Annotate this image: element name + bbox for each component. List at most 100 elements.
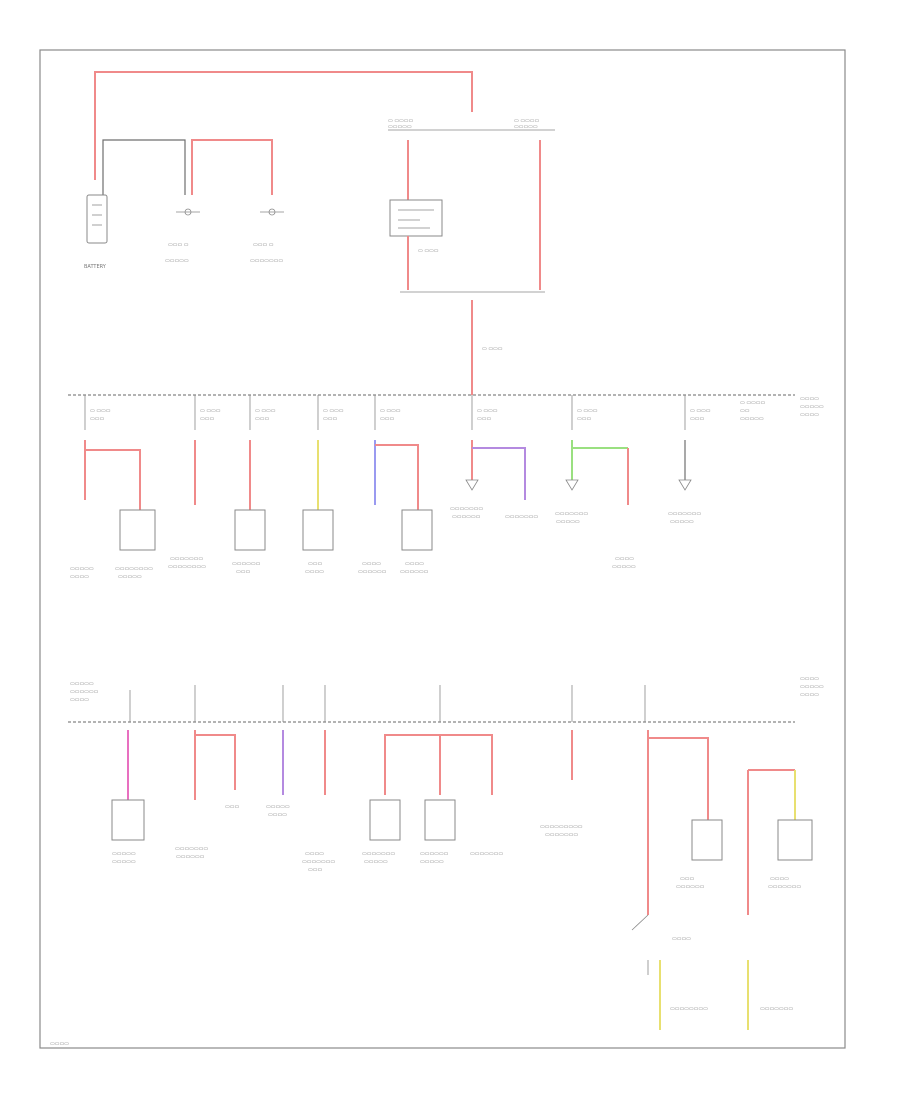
battery-positive-wire xyxy=(94,71,473,180)
svg-text:▭▭▭▭▭▭▭▭: ▭▭▭▭▭▭▭▭ xyxy=(168,564,206,570)
svg-text:▭▭▭▭▭: ▭▭▭▭▭ xyxy=(70,566,94,572)
svg-text:▭▭▭▭▭: ▭▭▭▭▭ xyxy=(112,851,136,857)
svg-text:▭▭▭▭: ▭▭▭▭ xyxy=(70,574,89,580)
svg-text:▭ ▭▭▭: ▭ ▭▭▭ xyxy=(690,408,711,414)
lower-branch-3: ▭▭▭▭▭▭▭▭▭ xyxy=(266,685,290,818)
svg-text:▭▭▭▭▭▭: ▭▭▭▭▭▭ xyxy=(232,561,261,567)
svg-text:▭▭▭ ▭: ▭▭▭ ▭ xyxy=(253,242,274,248)
generator-wire xyxy=(191,139,273,195)
svg-text:▭▭▭: ▭▭▭ xyxy=(308,561,322,567)
svg-text:▭ ▭▭▭: ▭ ▭▭▭ xyxy=(255,408,276,414)
svg-text:▭▭▭▭: ▭▭▭▭ xyxy=(770,876,789,882)
lower-branch-4: ▭▭▭▭▭▭▭▭▭▭▭▭▭▭ xyxy=(302,685,335,873)
svg-text:▭▭▭▭▭▭▭: ▭▭▭▭▭▭▭ xyxy=(250,258,283,264)
svg-text:▭▭▭▭▭: ▭▭▭▭▭ xyxy=(740,416,764,422)
upper-branch-3: ▭ ▭▭▭▭▭▭ ▭▭▭▭▭▭▭▭▭ xyxy=(232,395,276,575)
svg-text:▭▭▭▭▭: ▭▭▭▭▭ xyxy=(612,564,636,570)
svg-text:▭▭▭▭▭: ▭▭▭▭▭ xyxy=(800,684,824,690)
svg-text:▭▭▭▭: ▭▭▭▭ xyxy=(615,556,634,562)
svg-text:▭▭▭▭▭: ▭▭▭▭▭ xyxy=(112,859,136,865)
svg-text:▭▭▭: ▭▭▭ xyxy=(577,416,591,422)
svg-text:▭▭▭▭▭: ▭▭▭▭▭ xyxy=(420,859,444,865)
svg-text:▭ ▭▭▭: ▭ ▭▭▭ xyxy=(482,346,503,352)
starter-symbol xyxy=(176,208,200,216)
svg-text:▭▭▭▭▭▭▭: ▭▭▭▭▭▭▭ xyxy=(170,556,203,562)
svg-text:▭▭▭▭▭▭: ▭▭▭▭▭▭ xyxy=(676,884,705,890)
upper-branch-1: ▭ ▭▭▭▭▭▭ ▭▭▭▭▭▭▭▭▭ ▭▭▭▭▭▭▭▭▭▭▭▭▭ xyxy=(70,395,156,580)
svg-text:▭▭▭▭▭: ▭▭▭▭▭ xyxy=(118,574,142,580)
svg-text:▭ ▭▭▭: ▭ ▭▭▭ xyxy=(323,408,344,414)
svg-text:▭▭▭▭▭: ▭▭▭▭▭ xyxy=(670,519,694,525)
svg-text:▭▭▭▭: ▭▭▭▭ xyxy=(268,812,287,818)
svg-text:▭▭▭: ▭▭▭ xyxy=(680,876,694,882)
svg-text:▭ ▭▭▭: ▭ ▭▭▭ xyxy=(577,408,598,414)
svg-text:▭▭▭▭▭: ▭▭▭▭▭ xyxy=(70,681,94,687)
svg-text:▭▭▭: ▭▭▭ xyxy=(255,416,269,422)
svg-text:▭▭▭▭: ▭▭▭▭ xyxy=(50,1041,69,1047)
svg-text:▭▭▭▭▭▭▭: ▭▭▭▭▭▭▭ xyxy=(505,514,538,520)
svg-text:▭▭▭▭: ▭▭▭▭ xyxy=(305,851,324,857)
diagram-frame xyxy=(39,49,846,1049)
svg-text:▭▭▭▭: ▭▭▭▭ xyxy=(800,396,819,402)
svg-text:▭▭▭: ▭▭▭ xyxy=(323,416,337,422)
relay-symbol xyxy=(389,199,443,237)
svg-text:▭▭▭: ▭▭▭ xyxy=(690,416,704,422)
generator-symbol xyxy=(260,208,284,216)
upper-branch-4: ▭ ▭▭▭▭▭▭ ▭▭▭▭▭▭▭ xyxy=(302,395,344,575)
svg-text:▭▭▭▭▭▭▭▭: ▭▭▭▭▭▭▭▭ xyxy=(670,1006,708,1012)
svg-text:▭▭▭▭: ▭▭▭▭ xyxy=(800,692,819,698)
upper-branch-2: ▭ ▭▭▭▭▭▭ ▭▭▭▭▭▭▭▭▭▭▭▭▭▭▭ xyxy=(168,395,221,570)
lower-branch-5: ▭▭▭▭▭▭▭▭▭▭▭▭ ▭▭▭▭▭▭▭▭▭▭▭ ▭▭▭▭▭▭▭ xyxy=(362,685,503,865)
svg-text:▭▭▭▭▭▭▭: ▭▭▭▭▭▭▭ xyxy=(470,851,503,857)
svg-text:▭▭▭▭▭: ▭▭▭▭▭ xyxy=(556,519,580,525)
battery-symbol xyxy=(86,194,108,244)
svg-text:▭ ▭▭▭: ▭ ▭▭▭ xyxy=(380,408,401,414)
upper-branch-7: ▭ ▭▭▭▭▭▭ ▭▭▭▭▭▭▭▭▭▭▭▭ ▭▭▭▭▭▭▭▭▭ xyxy=(555,395,636,570)
svg-text:▭▭▭: ▭▭▭ xyxy=(308,867,322,873)
svg-text:▭▭▭▭▭▭▭: ▭▭▭▭▭▭▭ xyxy=(362,851,395,857)
svg-text:▭▭▭▭: ▭▭▭▭ xyxy=(305,569,324,575)
svg-text:▭▭▭▭▭▭: ▭▭▭▭▭▭ xyxy=(358,569,387,575)
battery-section: BATTERY ▭▭▭ ▭ ▭▭▭▭▭ ▭▭▭ ▭ ▭▭▭▭▭▭▭ xyxy=(84,71,473,270)
svg-text:▭▭▭▭▭▭: ▭▭▭▭▭▭ xyxy=(452,514,481,520)
svg-text:▭▭▭▭▭▭▭: ▭▭▭▭▭▭▭ xyxy=(668,511,701,517)
svg-text:▭▭▭▭▭: ▭▭▭▭▭ xyxy=(266,804,290,810)
svg-text:▭ ▭▭▭▭: ▭ ▭▭▭▭ xyxy=(514,118,539,124)
svg-text:▭▭▭: ▭▭▭ xyxy=(225,804,239,810)
svg-text:▭▭▭▭▭▭: ▭▭▭▭▭▭ xyxy=(70,689,99,695)
svg-text:▭▭▭▭▭▭▭: ▭▭▭▭▭▭▭ xyxy=(760,1006,793,1012)
svg-text:▭ ▭▭▭: ▭ ▭▭▭ xyxy=(418,248,439,254)
svg-text:▭▭▭▭: ▭▭▭▭ xyxy=(362,561,381,567)
svg-text:▭▭▭▭▭▭▭▭: ▭▭▭▭▭▭▭▭ xyxy=(115,566,153,572)
svg-text:▭▭▭▭: ▭▭▭▭ xyxy=(800,412,819,418)
svg-text:▭▭▭▭▭: ▭▭▭▭▭ xyxy=(800,404,824,410)
svg-text:▭▭: ▭▭ xyxy=(740,408,750,414)
lower-branch-8: ▭▭▭▭▭▭▭▭▭▭▭ ▭▭▭▭▭▭▭ xyxy=(747,769,813,1030)
svg-text:▭▭▭▭▭▭: ▭▭▭▭▭▭ xyxy=(400,569,429,575)
svg-text:▭▭▭▭▭▭: ▭▭▭▭▭▭ xyxy=(176,854,205,860)
svg-text:▭▭▭▭: ▭▭▭▭ xyxy=(672,936,691,942)
svg-text:▭ ▭▭▭▭: ▭ ▭▭▭▭ xyxy=(740,400,765,406)
svg-text:▭ ▭▭▭: ▭ ▭▭▭ xyxy=(200,408,221,414)
svg-text:▭▭▭▭▭▭▭: ▭▭▭▭▭▭▭ xyxy=(555,511,588,517)
svg-text:▭▭▭▭▭▭▭: ▭▭▭▭▭▭▭ xyxy=(175,846,208,852)
svg-text:▭▭▭ ▭: ▭▭▭ ▭ xyxy=(168,242,189,248)
battery-ground-wire xyxy=(102,139,186,195)
svg-text:▭▭▭: ▭▭▭ xyxy=(380,416,394,422)
svg-text:▭▭▭: ▭▭▭ xyxy=(236,569,250,575)
power-distribution-box: ▭ ▭▭▭▭ ▭▭▭▭▭ ▭ ▭▭▭▭ ▭▭▭▭▭ ▭ ▭▭▭ ▭ ▭▭▭ xyxy=(388,118,555,395)
svg-text:▭ ▭▭▭: ▭ ▭▭▭ xyxy=(90,408,111,414)
svg-text:▭▭▭▭: ▭▭▭▭ xyxy=(70,697,89,703)
lower-branch-2: ▭▭▭▭▭▭▭▭▭▭▭▭▭ ▭▭▭ xyxy=(175,685,239,860)
svg-text:▭▭▭▭▭: ▭▭▭▭▭ xyxy=(165,258,189,264)
svg-text:▭▭▭▭▭▭: ▭▭▭▭▭▭ xyxy=(420,851,449,857)
svg-text:▭▭▭▭▭: ▭▭▭▭▭ xyxy=(364,859,388,865)
svg-text:▭▭▭▭▭: ▭▭▭▭▭ xyxy=(388,124,412,130)
upper-branch-6: ▭ ▭▭▭▭▭▭ ▭▭▭▭▭▭▭▭▭▭▭▭▭ ▭▭▭▭▭▭▭ xyxy=(450,395,538,520)
svg-text:▭▭▭: ▭▭▭ xyxy=(477,416,491,422)
svg-text:▭ ▭▭▭: ▭ ▭▭▭ xyxy=(477,408,498,414)
svg-text:▭▭▭▭▭▭▭: ▭▭▭▭▭▭▭ xyxy=(768,884,801,890)
svg-text:▭▭▭: ▭▭▭ xyxy=(200,416,214,422)
svg-text:▭▭▭▭: ▭▭▭▭ xyxy=(800,676,819,682)
lower-branch-1: ▭▭▭▭▭ ▭▭▭▭▭ xyxy=(111,690,145,865)
